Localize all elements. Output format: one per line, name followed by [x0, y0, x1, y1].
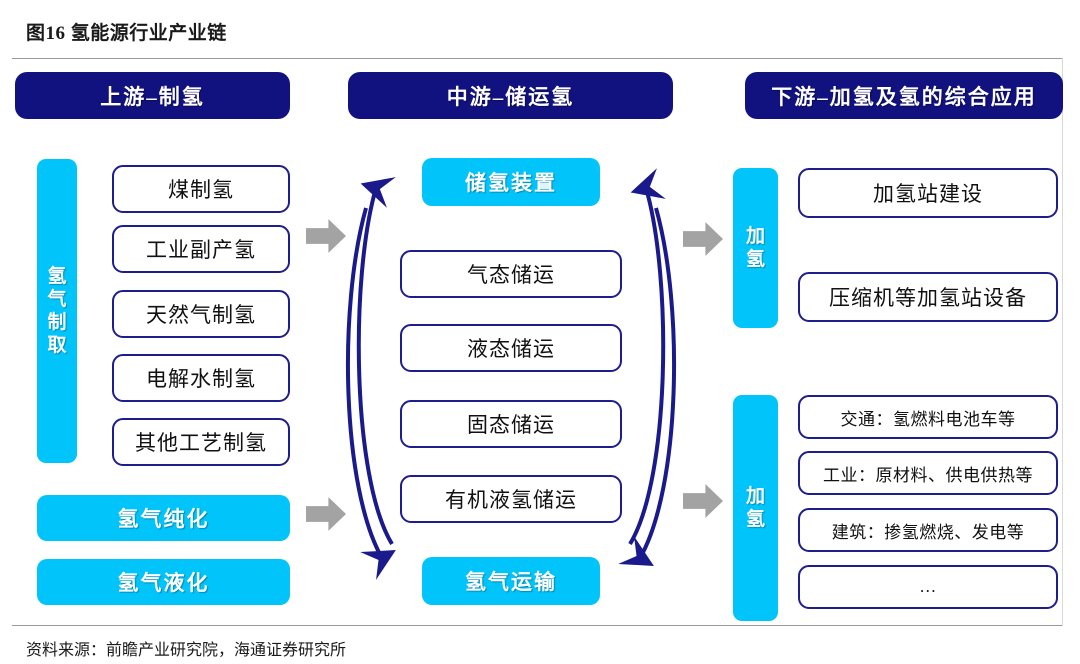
page-title: 图16 氢能源行业产业链 [26, 23, 227, 44]
sidebar-char: 制 [47, 312, 67, 333]
node-gaseous-storage-transport: 气态储运 [400, 250, 622, 298]
divider-bottom [12, 625, 1062, 626]
node-industry-application: 工业：原材料、供电供热等 [798, 451, 1058, 495]
source-note: 资料来源：前瞻产业研究院，海通证券研究所 [26, 642, 347, 659]
value-chain-diagram: 上游–制氢 中游–储运氢 下游–加氢及氢的综合应用 氢 气 制 取 煤制氢 工业… [0, 58, 1080, 625]
node-coal-to-hydrogen: 煤制氢 [112, 165, 290, 213]
node-natural-gas-to-hydrogen: 天然气制氢 [112, 290, 290, 338]
arrow-midstream-to-refueling-icon [683, 222, 723, 256]
sidebar-char: 氢 [47, 265, 67, 287]
node-building-application: 建筑：掺氢燃烧、发电等 [798, 508, 1058, 552]
node-transport-application: 交通：氢燃料电池车等 [798, 395, 1058, 439]
sidebar-char: 加 [745, 225, 765, 247]
sidebar-refueling-top: 加 氢 [733, 168, 778, 328]
frame-right-edge [1062, 58, 1063, 626]
banner-midstream: 中游–储运氢 [348, 72, 673, 119]
arrow-midstream-to-application-icon [683, 484, 723, 518]
node-hydrogen-purification: 氢气纯化 [37, 495, 290, 541]
node-more-applications: … [798, 565, 1058, 609]
sidebar-char: 氢 [745, 249, 765, 270]
sidebar-char: 氢 [745, 509, 765, 530]
sidebar-char: 气 [47, 288, 67, 310]
banner-downstream: 下游–加氢及氢的综合应用 [745, 72, 1063, 119]
node-liquid-storage-transport: 液态储运 [400, 324, 622, 372]
node-compressor-station-equipment: 压缩机等加氢站设备 [798, 272, 1058, 322]
arrow-upstream-to-midstream-icon [306, 219, 346, 253]
node-other-process-hydrogen: 其他工艺制氢 [112, 418, 290, 466]
banner-upstream: 上游–制氢 [15, 72, 290, 119]
node-hydrogen-storage-device: 储氢装置 [422, 158, 600, 206]
node-refueling-station-construction: 加氢站建设 [798, 168, 1058, 218]
sidebar-char: 加 [745, 485, 765, 507]
sidebar-hydrogen-production: 氢 气 制 取 [37, 159, 77, 463]
node-solid-storage-transport: 固态储运 [400, 400, 622, 448]
arrow-purification-to-midstream-icon [306, 497, 346, 531]
divider-top [12, 58, 1062, 59]
sidebar-refueling-bottom: 加 氢 [733, 395, 778, 621]
node-water-electrolysis-hydrogen: 电解水制氢 [112, 354, 290, 402]
node-hydrogen-liquefaction: 氢气液化 [37, 559, 290, 605]
sidebar-char: 取 [47, 335, 67, 357]
node-organic-liquid-hydrogen-storage: 有机液氢储运 [400, 475, 622, 523]
node-hydrogen-transport: 氢气运输 [422, 557, 600, 605]
node-industrial-byproduct-hydrogen: 工业副产氢 [112, 225, 290, 273]
